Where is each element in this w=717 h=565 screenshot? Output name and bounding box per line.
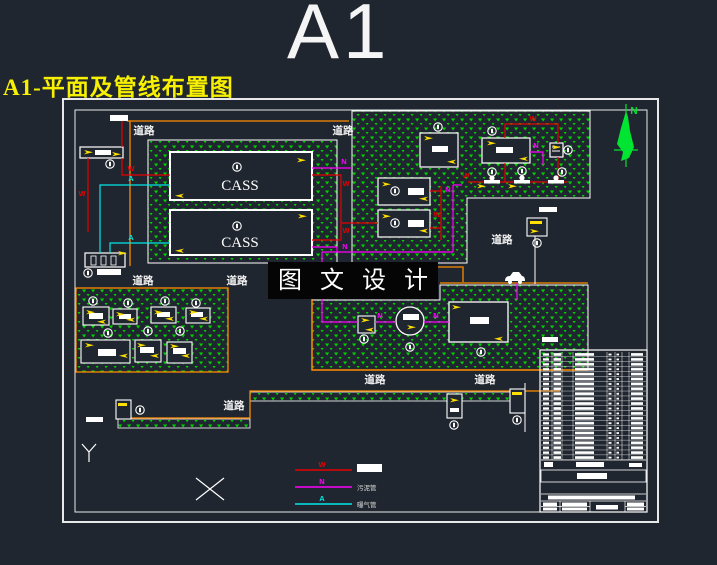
pipe-w-label: W	[342, 179, 350, 188]
pipe-n-label: N	[342, 242, 347, 251]
pipe-w-label: W	[529, 114, 537, 123]
road-label: 道路	[333, 124, 354, 137]
text-bars	[86, 115, 558, 422]
legend-code-n: N	[319, 477, 324, 486]
road-label: 道路	[365, 373, 386, 386]
legend-name-air: 曝气管	[357, 500, 377, 509]
car-symbol	[505, 272, 525, 284]
road-label: 道路	[134, 124, 155, 137]
north-label: N	[630, 106, 637, 117]
pump-station	[549, 142, 564, 158]
cass-label: CASS	[221, 178, 259, 194]
pipe-w-label: W	[78, 189, 86, 198]
sludge-pipes	[312, 151, 544, 323]
pipe-n-label: N	[341, 157, 346, 166]
legend: W N A 污泥管 曝气管	[295, 460, 382, 509]
cass-label: CASS	[221, 235, 259, 251]
pipe-w-label: W	[433, 210, 441, 219]
yellow-marks	[118, 221, 542, 406]
legend-code-a: A	[319, 494, 325, 503]
pipe-w-label: W	[462, 171, 470, 180]
road-label: 道路	[133, 274, 154, 287]
road-label: 道路	[224, 399, 245, 412]
watermark-text: 图 文 设 计	[278, 267, 434, 294]
round-tank	[395, 306, 425, 336]
pipe-n-label: N	[445, 185, 450, 194]
road-label: 道路	[492, 233, 513, 246]
pipe-labels: W W W W W W W N N N N N N A A	[78, 114, 538, 320]
legend-name-sludge: 污泥管	[357, 483, 377, 492]
north-arrow: N	[614, 104, 638, 167]
drawing-frame	[62, 98, 659, 523]
cass-tank-1	[169, 151, 313, 201]
pipe-a-label: A	[128, 233, 134, 242]
pipe-a-label: A	[128, 174, 134, 183]
cass-tank-2	[169, 209, 313, 256]
pipe-n-label: N	[533, 141, 538, 150]
dosing-box	[357, 315, 376, 334]
pipe-w-label: W	[342, 226, 350, 235]
legend-code-w: W	[318, 460, 326, 469]
pipe-n-label: N	[433, 311, 438, 320]
sheet-size-label: A1	[287, 0, 391, 75]
watermark: 图 文 设 计	[268, 262, 438, 299]
legend-name-block	[357, 464, 382, 472]
pipe-n-label: N	[377, 311, 382, 320]
gate-box	[526, 217, 548, 237]
cass-labels: CASS CASS	[221, 178, 259, 251]
title-block	[539, 349, 648, 513]
road-labels: 道路 道路 道路 道路 道路 道路 道路 道路	[133, 124, 513, 412]
road-lines	[118, 120, 588, 419]
road-label: 道路	[475, 373, 496, 386]
site-symbols	[81, 272, 525, 501]
pipe-w-label: W	[127, 164, 135, 173]
drawing-title: A1-平面及管线布置图	[3, 75, 234, 100]
air-pipes	[99, 184, 170, 253]
road-label: 道路	[227, 274, 248, 287]
north-arrow-body	[617, 111, 634, 161]
cross-mark	[195, 477, 225, 501]
tree-symbol	[81, 443, 97, 462]
